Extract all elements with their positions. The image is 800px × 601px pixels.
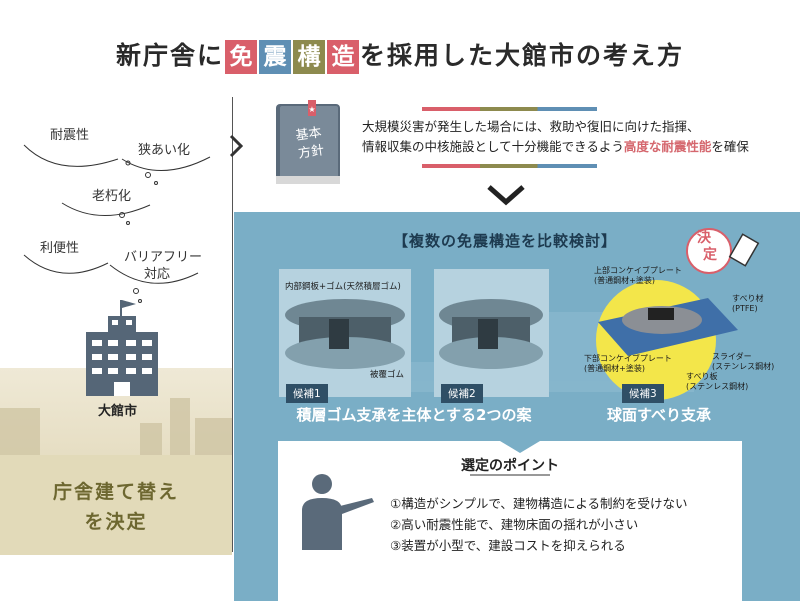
issue-cramped: 狭あい化 [138, 143, 191, 158]
issue-seismic: 耐震性 [50, 128, 90, 143]
panel-title-bracket-open: 【 [392, 232, 409, 250]
note-slide-material-type: (PTFE) [732, 304, 758, 313]
candidate-2-tag: 候補2 [441, 384, 483, 403]
candidate-3-note-upper: 上部コンケイブプレート (普通鋼材+塗装) [594, 266, 682, 286]
points-title-underline [470, 474, 550, 476]
note-lower-plate-material: (普通鋼材+塗装) [584, 364, 645, 373]
chevron-down-icon [487, 185, 525, 206]
note-upper-plate-material: (普通鋼材+塗装) [594, 276, 655, 285]
title-keyword-4: 造 [327, 40, 359, 74]
candidate-3-tag: 候補3 [622, 384, 664, 403]
candidate-1-tag: 候補1 [286, 384, 328, 403]
point-item-3: ③装置が小型で、建設コストを抑えられる [390, 538, 626, 553]
title-keyword-2: 震 [259, 40, 291, 74]
title-suffix: を採用した大館市の考え方 [360, 41, 685, 70]
policy-line-2a: 情報収集の中核施設として十分機能できるよう [362, 139, 624, 154]
candidate-3-bearing [596, 280, 738, 400]
point-item-1: ①構造がシンプルで、建物構造による制約を受けない [390, 496, 688, 511]
color-bar-bottom [422, 164, 597, 168]
column-divider [232, 97, 233, 552]
thought-clouds [23, 144, 211, 303]
issue-barrierfree: バリアフリー [124, 250, 203, 265]
policy-book-icon: ★ [276, 100, 340, 184]
stamp-char-2: 定 [703, 247, 717, 263]
candidate-3-label: 球面すべり支承 [607, 406, 711, 424]
stamp-char-1: 決 [697, 230, 711, 246]
note-slide-plate: すべり板 [686, 372, 718, 381]
note-slider: スライダー [712, 352, 752, 361]
panel-title-bracket-close: 】 [601, 232, 618, 250]
note-slide-material: すべり材 [732, 294, 764, 303]
policy-text: 大規模災害が発生した場合には、救助や復旧に向けた指揮、 情報収集の中核施設として… [362, 117, 782, 157]
points-title: 選定のポイント [461, 458, 559, 474]
candidate-1-bearing [285, 299, 405, 369]
title-keyword-1: 免 [225, 40, 257, 74]
points-pointer [500, 441, 540, 453]
issue-barrierfree-2: 対応 [144, 267, 171, 282]
candidate-2-bearing [439, 299, 543, 369]
policy-book-label: 基本 方針 [288, 123, 333, 164]
issue-convenience: 利便性 [40, 241, 80, 256]
note-upper-plate: 上部コンケイブプレート [594, 266, 682, 275]
page-title: 新庁舎に免震構造を採用した大館市の考え方 [0, 36, 800, 74]
candidate-3-note-slide: すべり材 (PTFE) [732, 294, 763, 314]
point-item-2: ②高い耐震性能で、建物床面の揺れが小さい [390, 517, 639, 532]
candidate-1-note-top: 内部鋼板+ゴム(天然積層ゴム) [285, 282, 401, 292]
policy-line-2: 情報収集の中核施設として十分機能できるよう高度な耐震性能を確保 [362, 137, 782, 157]
decision-text: 庁舎建て替え を決定 [0, 477, 232, 537]
panel-title: 【複数の免震構造を比較検討】 [380, 230, 630, 251]
city-label: 大館市 [98, 404, 138, 419]
chevron-right-icon [229, 134, 243, 158]
candidate-3-note-lower: 下部コンケイブプレート (普通鋼材+塗装) [584, 354, 672, 374]
color-bar-top [422, 107, 597, 111]
stamp-icon [686, 228, 760, 274]
note-slide-plate-material: (ステンレス鋼材) [686, 382, 749, 391]
presenter-icon [302, 474, 374, 550]
city-hall-building-icon [86, 300, 158, 396]
candidate-3-note-plate: すべり板 (ステンレス鋼材) [686, 372, 748, 392]
decision-line-1: 庁舎建て替え [52, 481, 179, 503]
candidate-1-note-bottom: 被覆ゴム [370, 370, 405, 380]
decision-line-2: を決定 [84, 511, 148, 533]
candidates-1-2-label: 積層ゴム支承を主体とする2つの案 [296, 406, 532, 424]
policy-highlight: 高度な耐震性能 [623, 139, 712, 154]
stamp-text: 決 定 [697, 230, 717, 264]
selection-points-box [278, 441, 742, 601]
note-slider-material: (ステンレス鋼材) [712, 362, 775, 371]
issue-aging: 老朽化 [92, 189, 132, 204]
panel-title-text: 複数の免震構造を比較検討 [408, 232, 601, 250]
title-prefix: 新庁舎に [115, 41, 224, 70]
policy-line-2b: を確保 [711, 139, 749, 154]
city-skyline [0, 398, 232, 455]
note-lower-plate: 下部コンケイブプレート [584, 354, 672, 363]
title-keyword-3: 構 [293, 40, 325, 74]
candidate-3-note-slider: スライダー (ステンレス鋼材) [712, 352, 774, 372]
decision-box [0, 455, 232, 555]
policy-line-1: 大規模災害が発生した場合には、救助や復旧に向けた指揮、 [362, 119, 700, 134]
svg-text:★: ★ [308, 105, 315, 114]
